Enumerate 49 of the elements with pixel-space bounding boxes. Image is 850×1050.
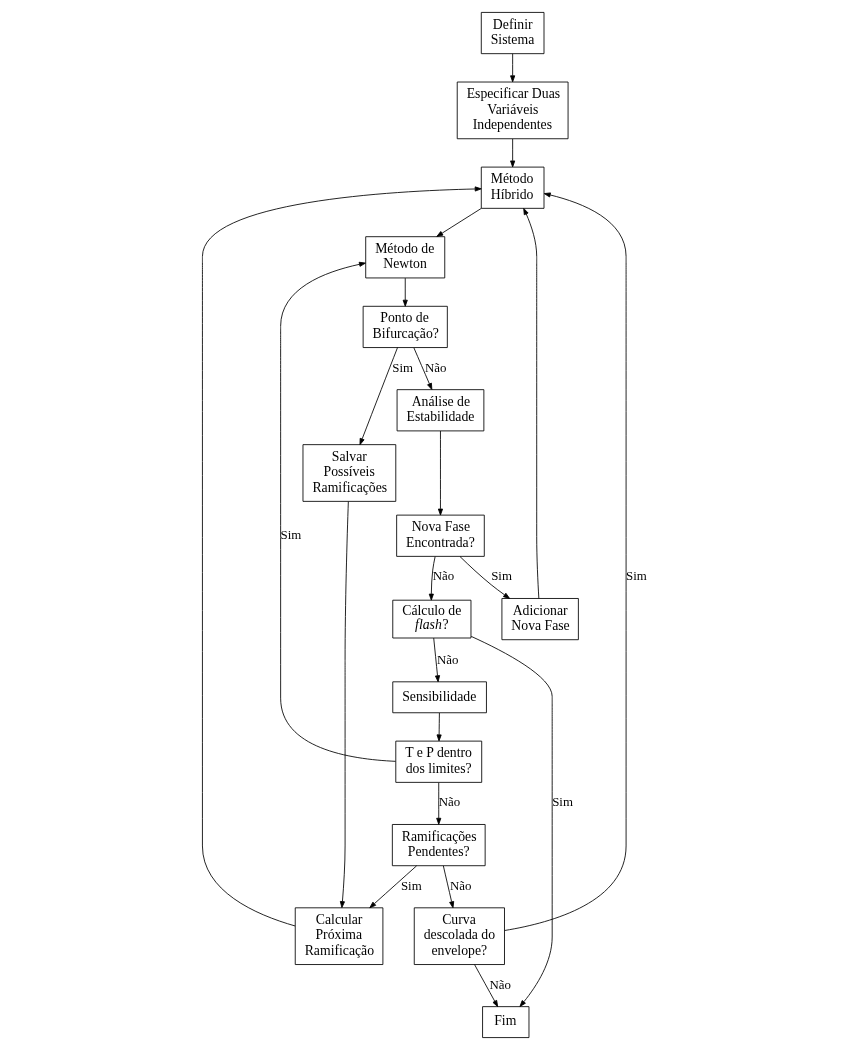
node-box: Fim: [482, 1006, 530, 1038]
node-box: Curva descolada do envelope?: [413, 907, 505, 965]
edge-label: Sim: [400, 878, 422, 893]
arrow: [413, 347, 433, 390]
edge-label: Sim: [392, 360, 414, 375]
arrow: [402, 277, 408, 307]
edge-label: Não: [437, 652, 459, 667]
arrow: [470, 635, 553, 1007]
node-box: Nova Fase Encontrada?: [396, 514, 485, 557]
arrow: [504, 192, 627, 931]
arrow: [459, 556, 510, 599]
arrow: [436, 782, 442, 825]
arrow: [359, 347, 398, 446]
node-box: Salvar Possíveis Ramificações: [302, 444, 397, 502]
node-box: T e P dentro dos limites?: [395, 740, 483, 783]
node-box: Definir Sistema: [480, 12, 545, 55]
arrow: [436, 712, 442, 742]
edge-label: Sim: [491, 569, 512, 584]
node-box: Análise de Estabilidade: [396, 389, 485, 432]
arrow: [437, 430, 443, 516]
arrow: [339, 501, 349, 908]
node-box: Ponto de Bifurcação?: [362, 305, 448, 348]
edge-label: Não: [438, 795, 461, 810]
arrow: [523, 208, 540, 599]
arrow: [280, 261, 396, 762]
arrow: [442, 865, 455, 909]
node-box: Sensibilidade: [392, 681, 487, 714]
node-box: Cálculo de flash?: [392, 599, 472, 639]
arrow: [369, 865, 418, 909]
node-box: Método Híbrido: [480, 166, 545, 209]
node-box: Ramificações Pendentes?: [391, 824, 486, 867]
edge-label: Não: [425, 360, 447, 375]
arrow: [510, 138, 516, 168]
edge-label: Não: [449, 878, 472, 893]
node-box: Calcular Próxima Ramificação: [294, 907, 384, 965]
edge-label: Sim: [552, 795, 573, 810]
arrow: [433, 637, 441, 683]
node-box: Método de Newton: [365, 236, 446, 279]
edge-label: Não: [432, 569, 455, 584]
arrow: [474, 964, 499, 1008]
arrow: [436, 207, 482, 237]
edge-label: Sim: [280, 527, 302, 542]
arrow: [510, 53, 516, 83]
node-box: Adicionar Nova Fase: [501, 598, 579, 641]
edge-label: Sim: [626, 569, 647, 584]
edge-label: Não: [489, 977, 511, 992]
arrow: [202, 186, 482, 927]
arrow: [428, 556, 436, 601]
node-box: Especificar Duas Variáveis Independentes: [456, 81, 569, 140]
